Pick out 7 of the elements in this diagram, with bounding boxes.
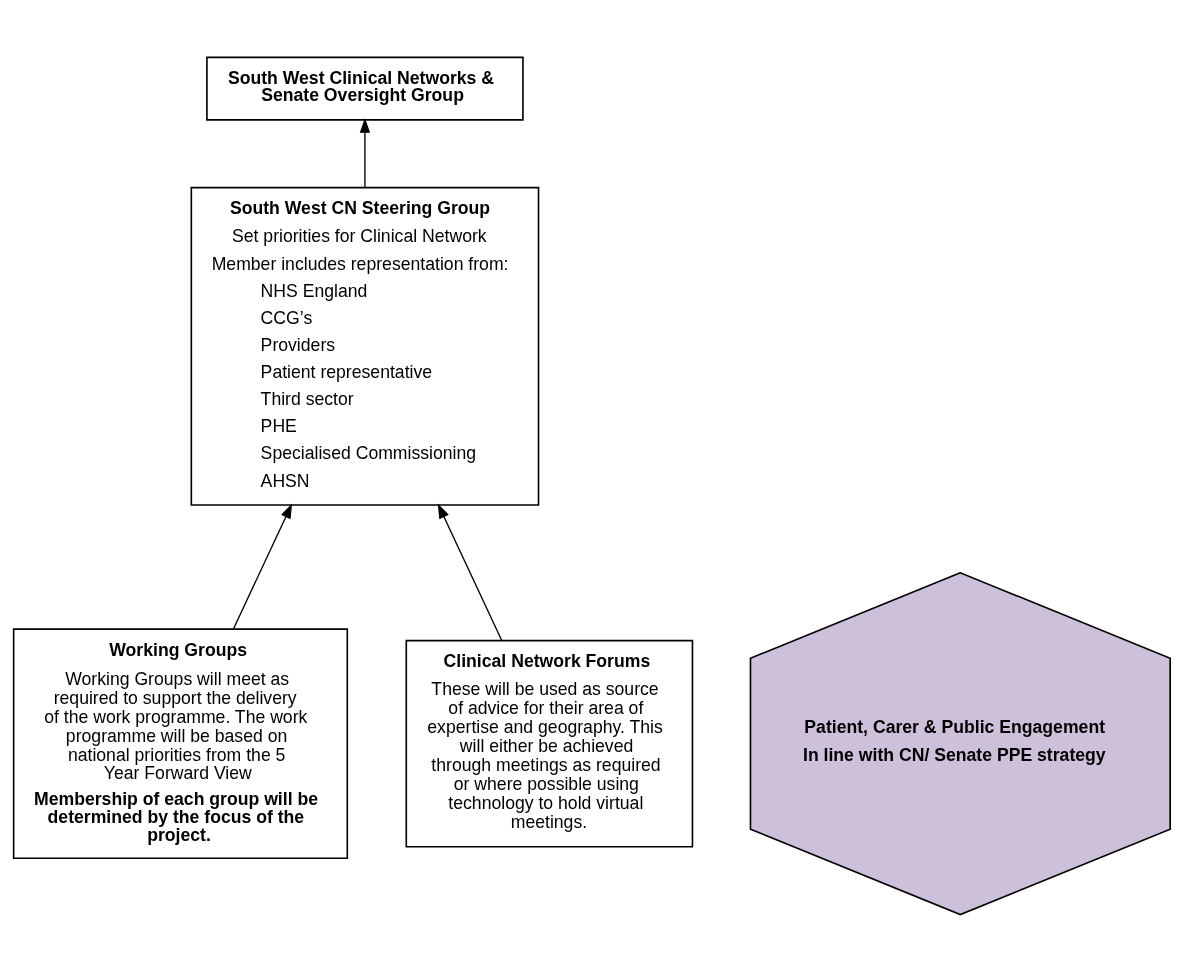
node-box: Working Groups Working Groups will meet as required to support the delivery of the work programme. The work programme will be based on national priorities from the 5 Year Forward View Membership of each group will be determined by the focus of the project. (12, 628, 349, 860)
node-box: Clinical Network Forums These will be used as source of advice for their area of expertise and geography. This will either be achieved through meetings as required or where possible using technology to hold virtual meetings. (405, 639, 694, 848)
arrow (359, 117, 371, 189)
node-box: South West Clinical Networks & Senate Oversight Group (206, 56, 524, 121)
arrow (437, 503, 503, 641)
node-box: South West CN Steering Group Set priorities for Clinical Network Member includes representation from: NHS England CCG’s Providers Patient representative Third sector PHE Specialised Commissioning AHSN (190, 186, 540, 506)
arrow (232, 503, 293, 630)
